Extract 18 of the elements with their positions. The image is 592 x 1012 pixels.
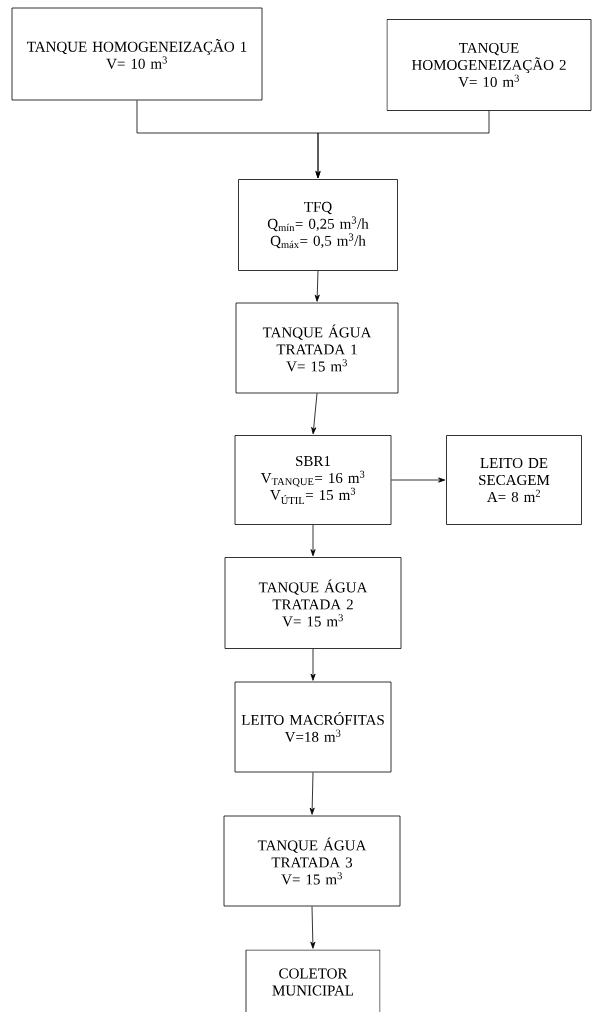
process-box: TANQUE ÁGUA TRATADA 2 V= 15 m$^{3}$ [224,557,402,649]
process-box: TANQUE HOMOGENEIZAÇÃO 1 V= 10 m$^{3}$ [11,7,263,101]
process-box: TANQUE HOMOGENEIZAÇÃO 2 V= 10 m$^{3}$ [386,19,592,111]
arrow [314,270,320,302]
arrow [310,648,316,681]
arrow [311,393,318,435]
process-box: TFQ Q$_{mín}$= 0,25 m$^{3}$/h Q$_{máx}$= 0,5 m$^{3}$/h [238,179,398,271]
arrow [310,906,316,949]
process-box: SBR1 V$_{TANQUE}$= 16 m$^{3}$ V$_{ÚTIL}$= 15 m$^{3}$ [234,435,392,525]
process-box: LEITO MACRÓFITAS V=18 m$^{3}$ [234,681,392,773]
arrow [315,110,490,179]
arrow [310,524,316,557]
arrow [391,477,446,483]
arrow [309,772,315,815]
process-box: COLETOR MUNICIPAL [245,949,381,1012]
process-box: LEITO DE SECAGEM A= 8 m$^{2}$ [446,435,582,525]
process-box: TANQUE ÁGUA TRATADA 1 V= 15 m$^{3}$ [235,302,399,394]
process-box: TANQUE ÁGUA TRATADA 3 V= 15 m$^{3}$ [223,815,401,907]
